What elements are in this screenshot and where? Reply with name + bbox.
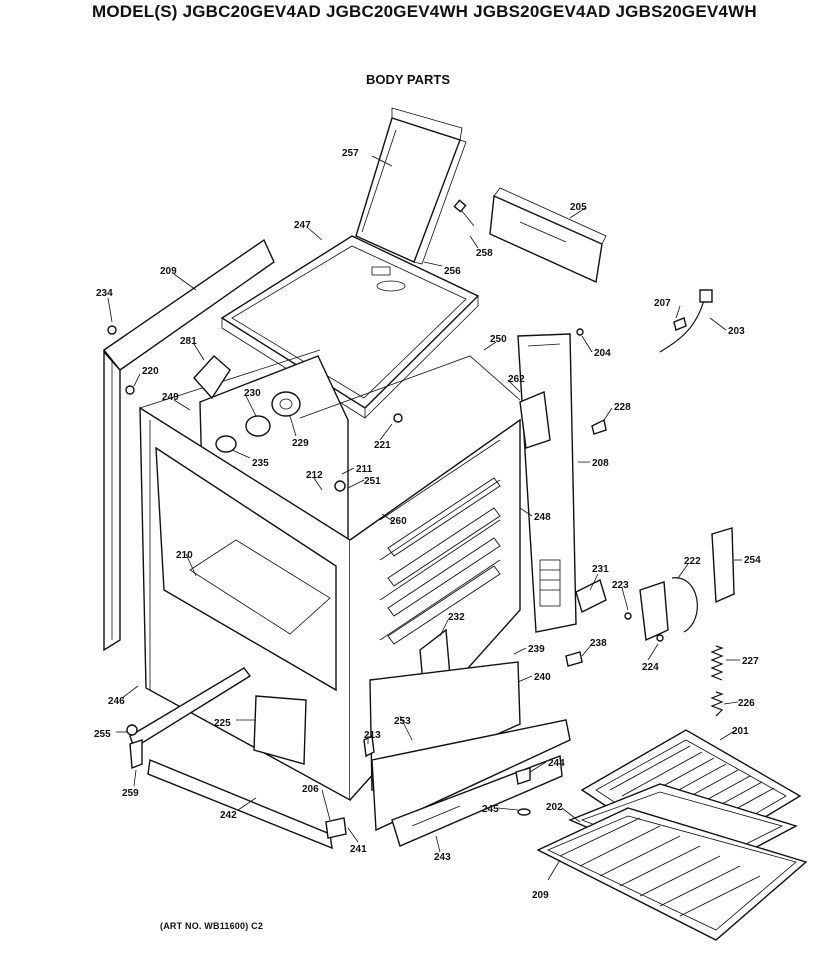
right-side-panel (517, 333, 577, 633)
callout-245: 245 (482, 804, 499, 815)
hinge-parts (575, 527, 735, 642)
control-panel-part (489, 187, 607, 284)
callout-234: 234 (96, 288, 113, 299)
callout-258: 258 (476, 248, 493, 259)
callout-205: 205 (570, 202, 587, 213)
callout-243: 243 (434, 852, 451, 863)
left-side-panel (102, 238, 275, 652)
valve-parts (215, 391, 301, 453)
callout-251: 251 (364, 476, 381, 487)
callout-238: 238 (590, 638, 607, 649)
spring-parts (710, 645, 724, 717)
callout-228: 228 (614, 402, 631, 413)
callout-209-rack: 209 (532, 890, 549, 901)
callout-262: 262 (508, 374, 525, 385)
callout-209-side: 209 (160, 266, 177, 277)
bracket-262 (519, 390, 551, 449)
callout-248: 248 (534, 512, 551, 523)
callout-257: 257 (342, 148, 359, 159)
callout-223: 223 (612, 580, 629, 591)
art-number: (ART NO. WB11600) C2 (160, 921, 264, 931)
callout-259: 259 (122, 788, 139, 799)
callout-202: 202 (546, 802, 563, 813)
callout-206: 206 (302, 784, 319, 795)
callout-229: 229 (292, 438, 309, 449)
callout-207: 207 (654, 298, 671, 309)
backsplash-part (355, 107, 467, 265)
callout-203: 203 (728, 326, 745, 337)
callout-249: 249 (162, 392, 179, 403)
small-hardware (107, 289, 713, 839)
callout-235: 235 (252, 458, 269, 469)
callout-220: 220 (142, 366, 159, 377)
callout-232: 232 (448, 612, 465, 623)
model-header: MODEL(S) JGBC20GEV4AD JGBC20GEV4WH JGBS2… (92, 2, 757, 21)
callout-230: 230 (244, 388, 261, 399)
callout-256: 256 (444, 266, 461, 277)
bracket-281 (193, 355, 231, 400)
callout-213: 213 (364, 730, 381, 741)
callout-255: 255 (94, 729, 111, 740)
callout-241: 241 (350, 844, 367, 855)
leader-lines (107, 155, 742, 881)
callout-231: 231 (592, 564, 609, 575)
callout-224: 224 (642, 662, 659, 673)
callout-222: 222 (684, 556, 701, 567)
callout-labels: 257 205 247 258 256 209 234 207 203 281 … (94, 148, 761, 901)
callout-208: 208 (592, 458, 609, 469)
callout-239: 239 (528, 644, 545, 655)
callout-225: 225 (214, 718, 231, 729)
callout-211: 211 (356, 464, 373, 475)
callout-221: 221 (374, 440, 391, 451)
callout-250: 250 (490, 334, 507, 345)
callout-212: 212 (306, 470, 323, 481)
callout-244: 244 (548, 758, 565, 769)
callout-246: 246 (108, 696, 125, 707)
screw-part (453, 199, 475, 227)
section-title: BODY PARTS (366, 72, 451, 87)
callout-242: 242 (220, 810, 237, 821)
callout-281: 281 (180, 336, 197, 347)
callout-253: 253 (394, 716, 411, 727)
callout-210: 210 (176, 550, 193, 561)
callout-226: 226 (738, 698, 755, 709)
callout-204: 204 (594, 348, 611, 359)
broiler-pan-and-rack (536, 729, 808, 941)
callout-260: 260 (390, 516, 407, 527)
callout-254: 254 (744, 555, 761, 566)
callout-240: 240 (534, 672, 551, 683)
callout-247: 247 (294, 220, 311, 231)
callout-227: 227 (742, 656, 759, 667)
callout-201: 201 (732, 726, 749, 737)
